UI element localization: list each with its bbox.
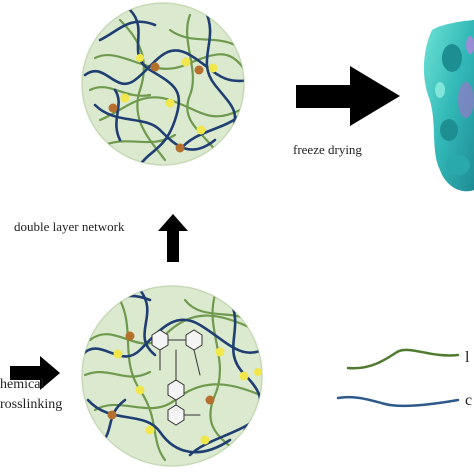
top-circle-background bbox=[81, 2, 245, 166]
top-blue-chains bbox=[83, 8, 244, 165]
legend-label-green: l bbox=[465, 349, 470, 366]
bottom-crosslinks bbox=[107, 331, 262, 445]
legend-label-blue: c bbox=[465, 392, 473, 409]
legend-line-green bbox=[346, 348, 460, 370]
chemical-structure bbox=[151, 329, 203, 426]
top-network-circle bbox=[81, 2, 245, 166]
legend-line-blue bbox=[336, 395, 460, 408]
bottom-network-circle bbox=[81, 285, 263, 467]
top-crosslinks bbox=[108, 54, 218, 153]
arrow-right-icon bbox=[296, 66, 400, 126]
double-layer-network-label: double layer network bbox=[14, 219, 125, 234]
chemical-label-line1: hemical bbox=[0, 377, 45, 392]
arrow-right-small-icon bbox=[10, 356, 60, 390]
porous-scaffold-render bbox=[423, 20, 474, 192]
chemical-label-line2: rosslinking bbox=[0, 397, 63, 412]
arrow-up-icon bbox=[158, 214, 188, 262]
freeze-drying-label: freeze drying bbox=[293, 142, 362, 157]
